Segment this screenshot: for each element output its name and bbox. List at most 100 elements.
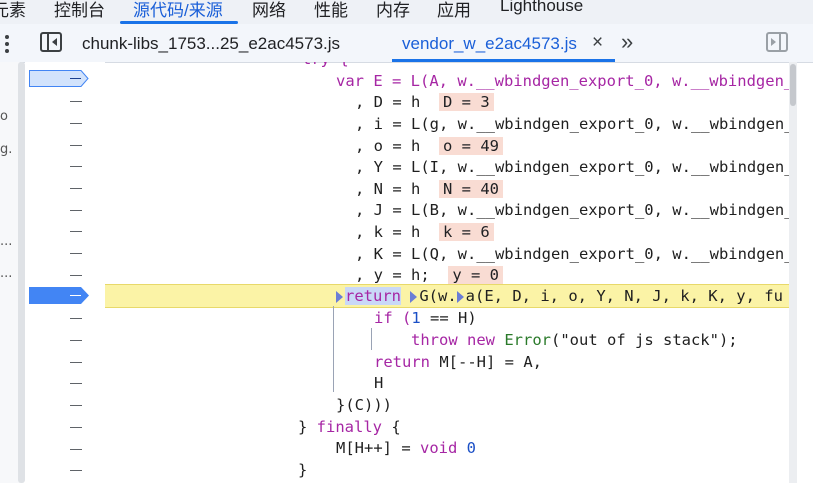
code-line: , k = h k = 6 bbox=[355, 221, 494, 243]
code-line: try { bbox=[302, 62, 349, 70]
code-line: , N = h N = 40 bbox=[355, 178, 503, 200]
line-marker[interactable] bbox=[70, 101, 82, 102]
indent-guide bbox=[333, 306, 334, 392]
code-editor[interactable]: try { var E = L(A, w.__wbindgen_export_0… bbox=[105, 62, 813, 483]
line-marker[interactable] bbox=[70, 231, 82, 232]
line-marker[interactable] bbox=[70, 405, 82, 406]
inline-value: D = 3 bbox=[439, 93, 494, 111]
code-line: H bbox=[374, 374, 384, 392]
code-token: , N = h bbox=[355, 180, 421, 198]
code-line: , i = L(g, w.__wbindgen_export_0, w.__wb… bbox=[355, 115, 794, 133]
code-line: }(C))) bbox=[336, 396, 392, 414]
line-marker[interactable] bbox=[70, 427, 82, 428]
tab-network[interactable]: 网络 bbox=[252, 1, 286, 20]
code-token: finally bbox=[316, 418, 382, 436]
code-token: 1 bbox=[411, 309, 421, 327]
navigator-pane-edge: o g. ... ... bbox=[0, 62, 20, 483]
editor-scrollbar-thumb[interactable] bbox=[790, 64, 796, 106]
code-token: , D = h bbox=[355, 93, 421, 111]
code-line: return M[--H] = A, bbox=[374, 351, 542, 373]
tab-memory[interactable]: 内存 bbox=[376, 1, 410, 20]
line-marker[interactable] bbox=[70, 470, 82, 471]
code-token: 0 bbox=[466, 439, 477, 457]
code-token: a(E, D, i, o, Y, N, J, k, K, y, fu bbox=[465, 287, 783, 305]
code-token: M[--H] = A, bbox=[430, 353, 542, 371]
indent-guide bbox=[371, 328, 372, 350]
code-token: var E = L(A, w.__wbindgen_export_0, w.__… bbox=[336, 72, 794, 90]
editor-scrollbar[interactable] bbox=[789, 62, 797, 483]
code-line: , J = L(B, w.__wbindgen_export_0, w.__wb… bbox=[355, 201, 794, 219]
file-tab-vendor[interactable]: vendor_w_e2ac4573.js bbox=[402, 34, 577, 53]
line-marker[interactable] bbox=[70, 449, 82, 450]
tab-sources[interactable]: 源代码/来源 bbox=[133, 1, 223, 20]
navigator-fragment: g. bbox=[0, 142, 13, 157]
breakpoint-marker[interactable] bbox=[29, 70, 89, 87]
line-marker[interactable] bbox=[70, 210, 82, 211]
code-token: { bbox=[382, 418, 401, 436]
code-line: } bbox=[298, 461, 308, 479]
navigator-fragment: ... bbox=[0, 234, 13, 249]
line-marker[interactable] bbox=[70, 362, 82, 363]
line-marker[interactable] bbox=[70, 383, 82, 384]
continue-to-location-marker[interactable] bbox=[336, 290, 343, 303]
code-line: , o = h o = 49 bbox=[355, 135, 503, 157]
code-token: Error bbox=[504, 331, 551, 349]
inline-value: y = 0 bbox=[448, 266, 503, 284]
line-marker[interactable] bbox=[70, 188, 82, 189]
code-line: , Y = L(I, w.__wbindgen_export_0, w.__wb… bbox=[355, 158, 794, 176]
code-line: , K = L(Q, w.__wbindgen_export_0, w.__wb… bbox=[355, 245, 794, 263]
tab-performance[interactable]: 性能 bbox=[314, 1, 348, 20]
code-token: } bbox=[298, 418, 317, 436]
line-marker[interactable] bbox=[70, 253, 82, 254]
tab-application[interactable]: 应用 bbox=[437, 1, 471, 20]
navigator-scrollbar[interactable] bbox=[18, 62, 25, 483]
line-marker[interactable] bbox=[70, 166, 82, 167]
code-token: G(w. bbox=[419, 287, 457, 305]
code-line: } finally { bbox=[298, 416, 401, 438]
active-tab-indicator bbox=[120, 21, 238, 24]
continue-to-location-marker[interactable] bbox=[410, 290, 418, 303]
code-token: throw new bbox=[411, 331, 505, 349]
tab-console[interactable]: 控制台 bbox=[54, 1, 105, 20]
active-file-indicator bbox=[392, 59, 615, 62]
navigator-fragment: ... bbox=[0, 266, 13, 281]
code-token: return bbox=[345, 287, 401, 305]
more-vert-icon[interactable] bbox=[2, 34, 12, 54]
code-line: if (1 == H) bbox=[374, 307, 477, 329]
breakpoint-marker-active[interactable] bbox=[29, 287, 89, 304]
line-marker[interactable] bbox=[70, 340, 82, 341]
sidebar-toggle-icon[interactable] bbox=[40, 32, 62, 52]
continue-to-location-marker[interactable] bbox=[456, 290, 464, 303]
code-token: void bbox=[420, 439, 458, 457]
code-line-paused: return G(w. a(E, D, i, o, Y, N, J, k, K, … bbox=[336, 285, 783, 307]
line-marker[interactable] bbox=[70, 318, 82, 319]
editor-tab-bar: chunk-libs_1753...25_e2ac4573.js vendor_… bbox=[0, 24, 813, 63]
code-token: return bbox=[374, 353, 430, 371]
line-marker[interactable] bbox=[70, 275, 82, 276]
inline-value: k = 6 bbox=[439, 223, 494, 241]
line-marker[interactable] bbox=[70, 145, 82, 146]
code-token: M[H++] = bbox=[336, 439, 420, 457]
code-token: if ( bbox=[374, 309, 412, 327]
line-gutter[interactable] bbox=[25, 62, 105, 483]
code-line: , D = h D = 3 bbox=[355, 91, 494, 113]
sidebar-toggle-icon[interactable] bbox=[766, 32, 788, 52]
tab-elements[interactable]: 元素 bbox=[0, 1, 26, 20]
code-token: == H) bbox=[420, 309, 477, 327]
code-token: ("out of js stack"); bbox=[551, 331, 738, 349]
navigator-fragment: o bbox=[0, 109, 8, 124]
inline-value: N = 40 bbox=[439, 180, 503, 198]
double-chevron-right-icon[interactable]: » bbox=[621, 29, 634, 54]
code-line: var E = L(A, w.__wbindgen_export_0, w.__… bbox=[336, 70, 793, 92]
close-icon[interactable]: × bbox=[592, 32, 604, 53]
tab-lighthouse[interactable]: Lighthouse bbox=[500, 0, 584, 15]
line-marker[interactable] bbox=[70, 123, 82, 124]
code-token: , k = h bbox=[355, 223, 421, 241]
file-tab-chunk-libs[interactable]: chunk-libs_1753...25_e2ac4573.js bbox=[82, 34, 341, 53]
code-token bbox=[457, 439, 466, 457]
paused-execution-line bbox=[105, 284, 790, 308]
devtools-panel-tabs: 元素 控制台 源代码/来源 网络 性能 内存 应用 Lighthouse bbox=[0, 0, 813, 24]
inline-value: o = 49 bbox=[439, 137, 503, 155]
code-token: , o = h bbox=[355, 137, 421, 155]
code-line: M[H++] = void 0 bbox=[336, 437, 476, 459]
